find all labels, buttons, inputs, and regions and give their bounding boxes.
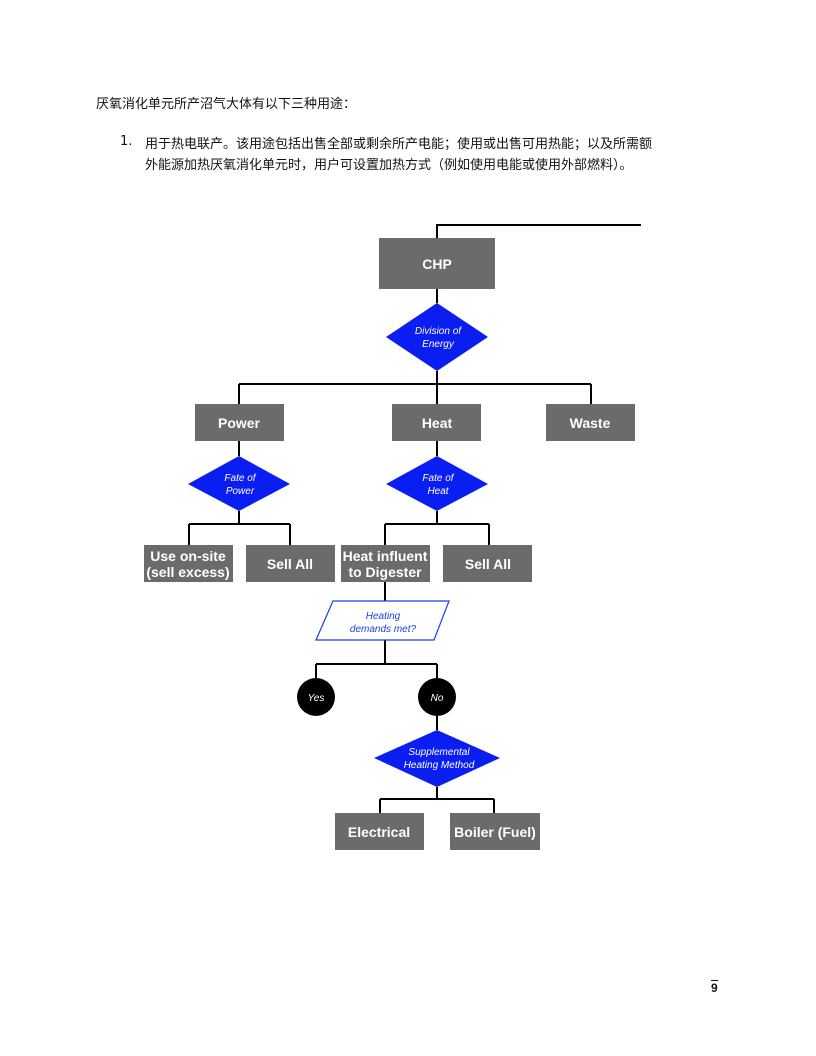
connector-lines	[188, 224, 641, 813]
list-item-line-1: 用于热电联产。该用途包括出售全部或剩余所产电能；使用或出售可用热能；以及所需额	[145, 137, 653, 152]
supplemental-heating-diamond	[374, 730, 500, 787]
use-onsite-label-line-2: (sell excess)	[146, 564, 229, 580]
chp-box	[379, 238, 495, 289]
electrical-label: Electrical	[348, 824, 410, 840]
list-item-number: 1.	[120, 134, 133, 149]
no-label: No	[431, 693, 444, 704]
heat-influent-label-line-1: Heat influent	[343, 548, 428, 564]
division-of-energy-diamond	[386, 303, 488, 371]
fate-power-label-line-1: Fate of	[224, 473, 256, 484]
electrical-box	[335, 813, 424, 850]
chp-label: CHP	[422, 256, 452, 272]
fate-power-label-line-2: Power	[226, 486, 255, 497]
power-box	[195, 404, 284, 441]
list-item-line-2: 外能源加热厌氧消化单元时，用户可设置加热方式（例如使用电能或使用外部燃料）。	[145, 158, 633, 173]
heat-label: Heat	[422, 415, 453, 431]
boiler-label: Boiler (Fuel)	[454, 824, 536, 840]
use-onsite-box	[144, 545, 233, 582]
yes-label: Yes	[308, 693, 325, 704]
sell-all-power-box	[246, 545, 335, 582]
sell-all-heat-box	[443, 545, 532, 582]
connector-top	[436, 224, 641, 238]
waste-box	[546, 404, 635, 441]
fate-heat-label-line-2: Heat	[427, 486, 449, 497]
sell-all-power-label: Sell All	[267, 556, 313, 572]
heat-influent-box	[341, 545, 430, 582]
sell-all-heat-label: Sell All	[465, 556, 511, 572]
heating-demands-label-line-2: demands met?	[350, 624, 417, 635]
list-item-text: 用于热电联产。该用途包括出售全部或剩余所产电能；使用或出售可用热能；以及所需额 …	[145, 134, 735, 176]
fate-of-power-diamond	[188, 456, 290, 511]
waste-label: Waste	[570, 415, 611, 431]
page-number: 9	[711, 980, 718, 995]
use-onsite-label-line-1: Use on-site	[150, 548, 226, 564]
no-circle	[418, 678, 456, 716]
boiler-box	[450, 813, 540, 850]
heat-box	[392, 404, 481, 441]
intro-paragraph: 厌氧消化单元所产沼气大体有以下三种用途：	[96, 97, 357, 112]
division-label-line-2: Energy	[422, 339, 455, 350]
heating-demands-parallelogram	[315, 600, 450, 641]
supplemental-label-line-1: Supplemental	[408, 747, 470, 758]
yes-circle	[297, 678, 335, 716]
heating-demands-label-line-1: Heating	[366, 611, 401, 622]
fate-of-heat-diamond	[386, 456, 488, 511]
supplemental-label-line-2: Heating Method	[404, 760, 475, 771]
power-label: Power	[218, 415, 261, 431]
heat-influent-label-line-2: to Digester	[348, 564, 422, 580]
division-label-line-1: Division of	[415, 326, 462, 337]
fate-heat-label-line-1: Fate of	[422, 473, 454, 484]
